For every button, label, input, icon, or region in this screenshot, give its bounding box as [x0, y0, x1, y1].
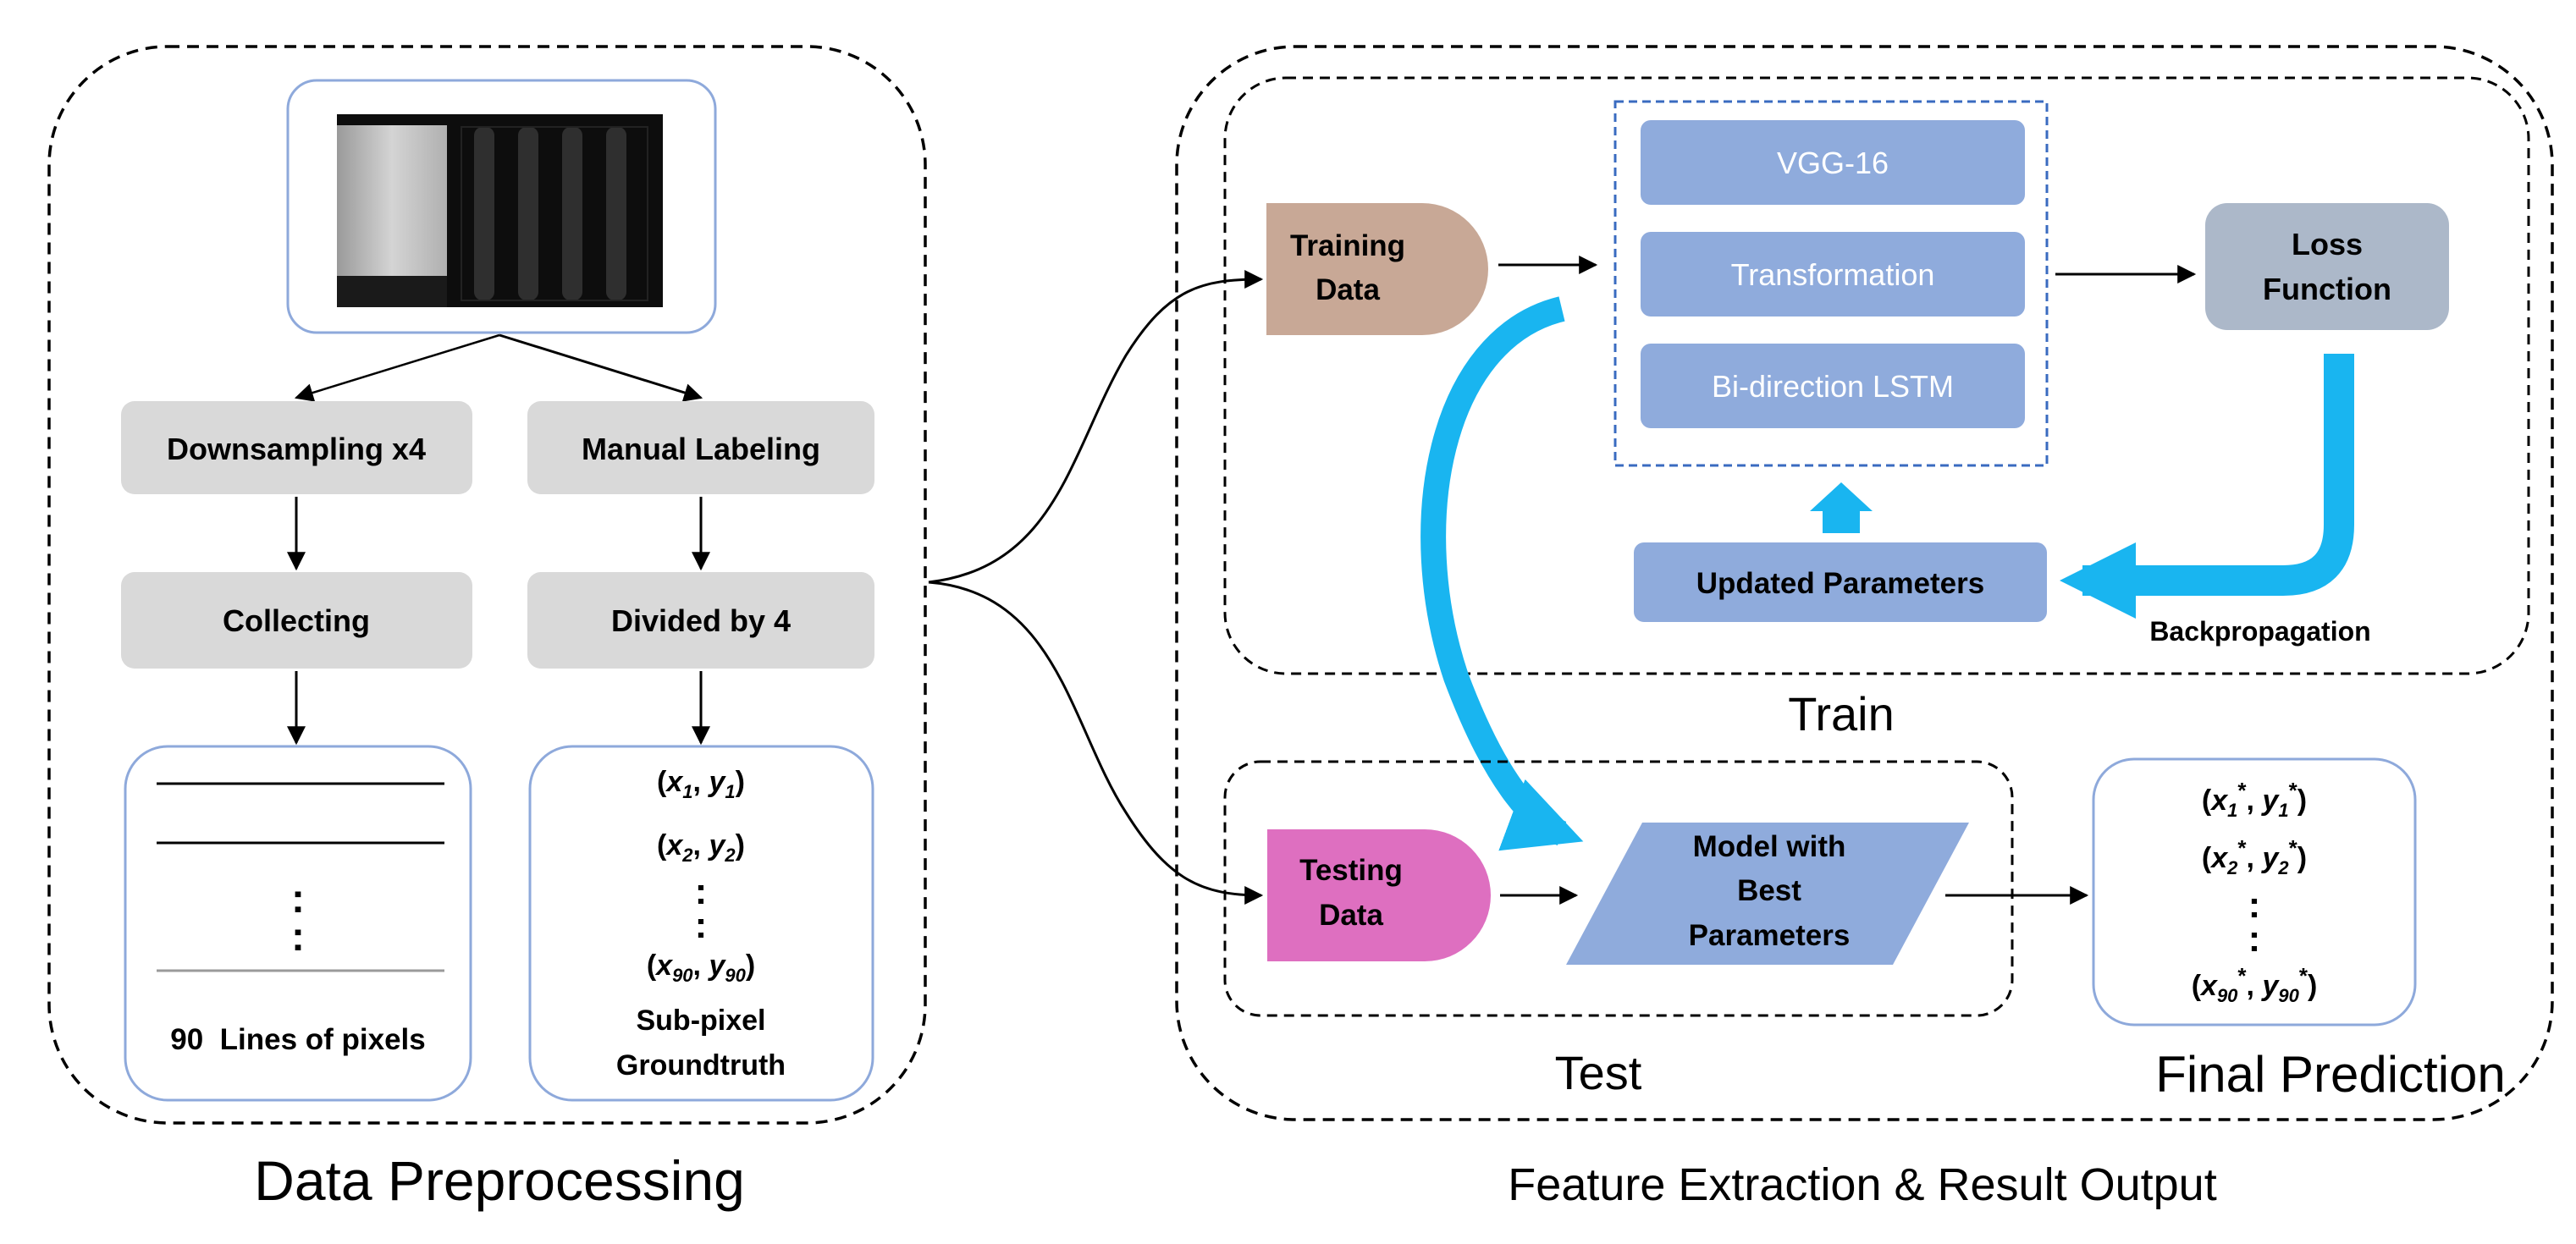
connector-to-testing	[928, 581, 1264, 905]
connector-to-training	[928, 270, 1264, 584]
test-panel	[1223, 760, 2014, 1017]
groundtruth-label-2: Groundtruth	[616, 1049, 786, 1082]
collecting-box: Collecting	[121, 572, 472, 669]
loss-label-2: Function	[2263, 272, 2391, 306]
pred-dots-2: :	[2248, 918, 2261, 960]
testing-data-label-1: Testing	[1299, 854, 1403, 887]
gt-point-1: (x1, y1)	[657, 766, 745, 802]
lstm-box: Bi-direction LSTM	[1641, 344, 2025, 428]
lines-dots-1: :	[291, 877, 305, 922]
network-block	[1613, 100, 2049, 467]
vgg16-box: VGG-16	[1641, 120, 2025, 205]
input-xray-image	[337, 114, 663, 307]
loss-label-1: Loss	[2292, 227, 2363, 261]
best-parameters-arrow	[1420, 296, 1584, 851]
preprocessing-panel	[47, 45, 927, 1125]
lines-of-pixels-label: 90 Lines of pixels	[170, 1023, 426, 1056]
extraction-panel	[1175, 45, 2554, 1121]
pred-dots-1: :	[2248, 884, 2261, 926]
downsampling-label: Downsampling x4	[167, 432, 426, 466]
model-label-3: Parameters	[1689, 919, 1851, 952]
loss-function-box: Loss Function	[2205, 203, 2449, 330]
updated-parameters-label: Updated Parameters	[1696, 567, 1984, 600]
manual-labeling-label: Manual Labeling	[582, 432, 820, 466]
vgg16-label: VGG-16	[1777, 146, 1889, 180]
updated-parameters-box: Updated Parameters	[1634, 542, 2047, 622]
model-label-1: Model with	[1693, 830, 1846, 863]
transformation-label: Transformation	[1731, 257, 1935, 292]
gt-dots-2: :	[695, 905, 708, 946]
downsampling-box: Downsampling x4	[121, 401, 472, 494]
lines-dots-2: :	[291, 915, 305, 960]
training-data-node: Training Data	[1266, 203, 1488, 335]
pred-point-90: (x90*, y90*)	[2192, 963, 2318, 1006]
divided-box: Divided by 4	[527, 572, 874, 669]
prediction-caption: Final Prediction	[2155, 1046, 2506, 1103]
train-caption: Train	[1788, 687, 1895, 740]
groundtruth-label-1: Sub-pixel	[636, 1005, 765, 1037]
extraction-caption: Feature Extraction & Result Output	[1508, 1159, 2216, 1210]
manual-labeling-box: Manual Labeling	[527, 401, 874, 494]
divided-label: Divided by 4	[611, 603, 791, 638]
preprocessing-caption: Data Preprocessing	[254, 1149, 745, 1212]
collecting-label: Collecting	[223, 603, 370, 638]
prediction-box: (x1*, y1*) (x2*, y2*) : : (x90*, y90*)	[2092, 757, 2417, 1027]
backpropagation-arrow	[2060, 354, 2354, 619]
testing-data-label-2: Data	[1319, 899, 1383, 932]
testing-data-node: Testing Data	[1267, 829, 1491, 961]
update-up-arrow	[1810, 482, 1873, 533]
train-panel	[1223, 76, 2530, 675]
model-label-2: Best	[1737, 874, 1801, 907]
backpropagation-label: Backpropagation	[2149, 616, 2370, 647]
arrow-image-to-labeling	[499, 333, 703, 402]
gt-dots-1: :	[695, 871, 708, 912]
model-box: Model with Best Parameters	[1566, 823, 1969, 965]
arrow-image-to-downsampling	[294, 333, 500, 402]
training-data-label-1: Training	[1290, 229, 1405, 262]
lstm-label: Bi-direction LSTM	[1712, 369, 1954, 404]
transformation-box: Transformation	[1641, 232, 2025, 317]
training-data-label-2: Data	[1316, 273, 1380, 306]
groundtruth-box: (x1, y1) (x2, y2) : : (x90, y90) Sub-pix…	[528, 745, 874, 1102]
test-caption: Test	[1555, 1046, 1642, 1099]
lines-of-pixels-box: : : 90 Lines of pixels	[124, 745, 472, 1102]
